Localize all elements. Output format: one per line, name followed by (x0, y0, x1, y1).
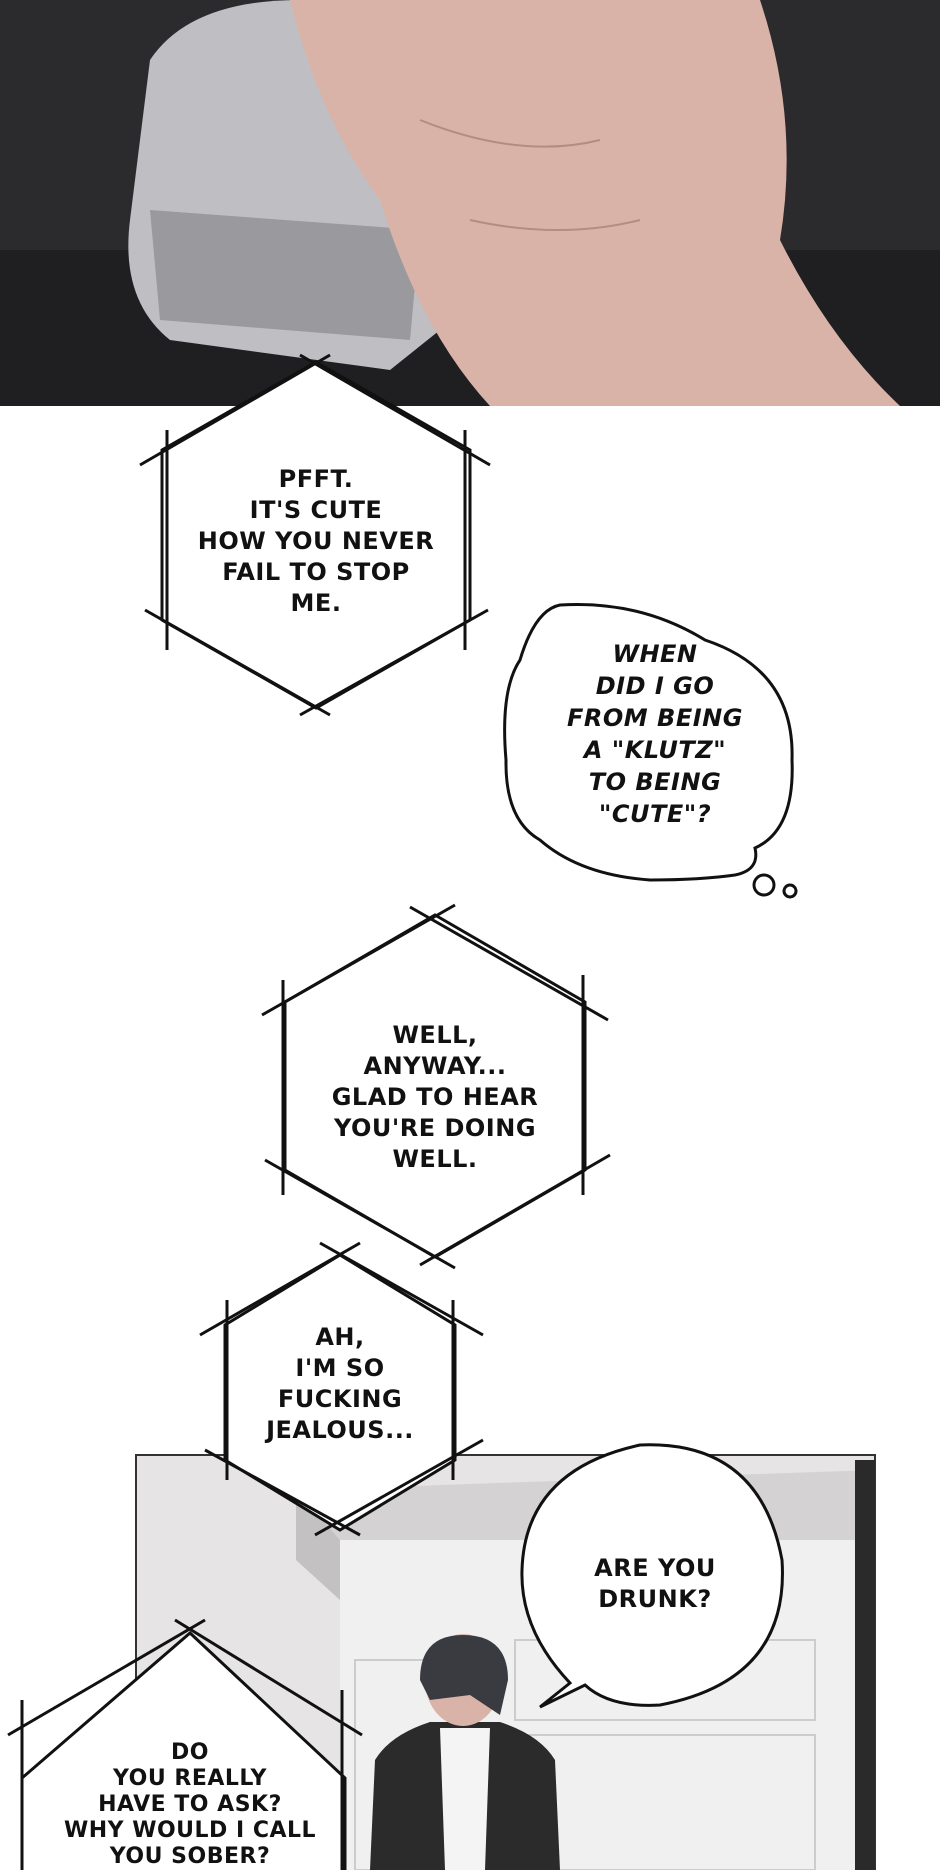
line: DID I GO (595, 672, 715, 700)
line: HOW YOU NEVER (197, 527, 435, 555)
hex-bubble-3 (199, 1241, 484, 1537)
line: YOU REALLY (113, 1766, 267, 1791)
line: FUCKING (277, 1385, 403, 1413)
line: WHEN (612, 640, 698, 668)
line: AH, (315, 1323, 365, 1351)
line: YOU'RE DOING (333, 1114, 537, 1142)
hex-bubble-2-text: WELL, ANYWAY... GLAD TO HEAR YOU'RE DOIN… (300, 1020, 570, 1175)
line: "CUTE"? (598, 800, 712, 828)
thought-bubble-text: WHEN DID I GO FROM BEING A "KLUTZ" TO BE… (530, 638, 780, 830)
line: FAIL TO STOP (222, 558, 410, 586)
hex-bubble-1 (139, 353, 491, 717)
line: IT'S CUTE (249, 496, 383, 524)
thought-bubble (503, 602, 798, 899)
line: FROM BEING (567, 704, 743, 732)
house-bubble-text: DO YOU REALLY HAVE TO ASK? WHY WOULD I C… (30, 1740, 350, 1870)
speech-bubble (520, 1443, 784, 1709)
house-bubble (7, 1618, 363, 1870)
line: ARE YOU (594, 1554, 716, 1582)
line: DO (171, 1740, 209, 1765)
line: ANYWAY... (363, 1052, 507, 1080)
line: DRUNK? (598, 1585, 712, 1613)
line: A "KLUTZ" (583, 736, 727, 764)
hex-bubble-3-text: AH, I'M SO FUCKING JEALOUS... (230, 1322, 450, 1446)
line: PFFT. (278, 465, 354, 493)
line: WHY WOULD I CALL (63, 1818, 317, 1843)
hex-bubble-2 (261, 903, 611, 1270)
line: WELL. (392, 1145, 478, 1173)
speech-bubble-text: ARE YOU DRUNK? (560, 1553, 750, 1615)
hex-bubble-1-text: PFFT. IT'S CUTE HOW YOU NEVER FAIL TO ST… (176, 464, 456, 619)
line: WELL, (392, 1021, 478, 1049)
top-panel-hand-image (0, 0, 940, 406)
line: I'M SO (295, 1354, 385, 1382)
line: ME. (290, 589, 342, 617)
line: GLAD TO HEAR (331, 1083, 539, 1111)
line: YOU SOBER? (109, 1844, 271, 1869)
line: JEALOUS... (266, 1416, 414, 1444)
line: HAVE TO ASK? (98, 1792, 282, 1817)
line: TO BEING (588, 768, 722, 796)
